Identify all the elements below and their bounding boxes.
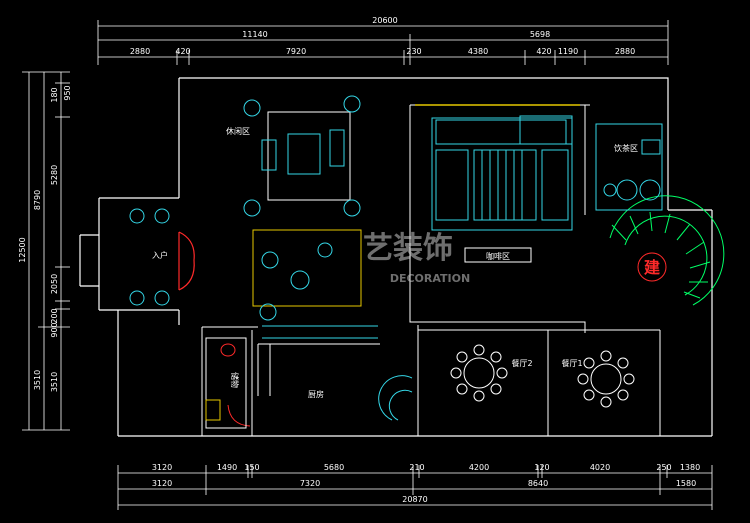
- left-row1-label: 8790: [33, 190, 42, 210]
- storage-door: [227, 404, 251, 427]
- watermark-main: 艺装饰: [363, 231, 453, 266]
- top-row2-label: 2880: [130, 47, 150, 56]
- top-overall-label: 20600: [372, 16, 397, 25]
- left-row2-label: 200: [50, 308, 59, 323]
- tea-area-furniture: [595, 123, 663, 211]
- bottom-overall-label: 20870: [402, 495, 427, 504]
- bottom-row1-label: 250: [656, 463, 671, 472]
- left-dim-labels: 12500 8790 3510 180 950 5280 2050 200 90…: [18, 85, 72, 392]
- watermark-sub: DECORATION: [390, 272, 470, 285]
- spiral-stair: [609, 195, 725, 306]
- left-row2-label: 5280: [50, 165, 59, 185]
- storage-room: [205, 337, 247, 429]
- bottom-row1-label: 210: [409, 463, 424, 472]
- stair-mark: 建: [644, 258, 660, 277]
- entry-label: 入户: [152, 250, 168, 260]
- top-dimensions: [97, 20, 669, 65]
- top-row2-label: 230: [406, 47, 421, 56]
- kitchen-counters: [257, 343, 413, 421]
- bottom-row1-label: 1490: [217, 463, 237, 472]
- bottom-row2-label: 7320: [300, 479, 320, 488]
- bottom-row1-label: 120: [534, 463, 549, 472]
- entry-door: [178, 231, 195, 291]
- top-row2-label: 1190: [558, 47, 578, 56]
- bottom-row1-label: 150: [244, 463, 259, 472]
- left-row2-label: 900: [50, 322, 59, 337]
- kitchen-label: 厨房: [308, 389, 324, 399]
- left-row2-label: 2050: [50, 274, 59, 294]
- left-row2-label: 950: [63, 85, 72, 100]
- leisure-area-furniture: [243, 95, 361, 217]
- bottom-row1-label: 3120: [152, 463, 172, 472]
- left-overall-label: 12500: [18, 237, 27, 262]
- storage-label: 储物: [230, 372, 240, 388]
- bottom-dim-labels: 3120 1490 150 5680 210 4200 120 4020 250…: [152, 463, 700, 504]
- stair-core-circle: [637, 252, 667, 282]
- top-row2-label: 4380: [468, 47, 488, 56]
- top-row1-label: 5698: [530, 30, 550, 39]
- dining1-table: [577, 350, 635, 408]
- bottom-row2-label: 1580: [676, 479, 696, 488]
- top-row2-label: 2880: [615, 47, 635, 56]
- dining1-label: 餐厅1: [561, 359, 582, 368]
- dining2-label: 餐厅2: [511, 359, 532, 368]
- top-dim-labels: 20600 11140 5698 2880 420 7920 230 4380 …: [130, 16, 635, 56]
- tea-area-label: 饮茶区: [614, 143, 638, 153]
- interior-walls: [201, 104, 661, 437]
- coffee-area-label: 咖啡区: [486, 251, 510, 261]
- top-row2-label: 420: [536, 47, 551, 56]
- bottom-row1-label: 1380: [680, 463, 700, 472]
- bottom-dimensions: [117, 465, 713, 510]
- coffee-bar: [415, 104, 580, 263]
- leisure-area-label: 休闲区: [226, 126, 250, 136]
- bottom-row2-label: 8640: [528, 479, 548, 488]
- dining2-table: [450, 344, 508, 402]
- bottom-row1-label: 4200: [469, 463, 489, 472]
- left-row2-label: 180: [50, 87, 59, 102]
- living-center-furniture: [252, 229, 378, 339]
- bottom-row1-label: 4020: [590, 463, 610, 472]
- left-dimensions: [22, 71, 70, 431]
- top-row2-label: 7920: [286, 47, 306, 56]
- bottom-row1-label: 5680: [324, 463, 344, 472]
- left-row1-label: 3510: [33, 370, 42, 390]
- top-row2-label: 420: [175, 47, 190, 56]
- top-row1-label: 11140: [242, 30, 267, 39]
- bottom-row2-label: 3120: [152, 479, 172, 488]
- coffee-area-furniture: [431, 115, 573, 231]
- left-row2-label: 3510: [50, 372, 59, 392]
- entry-plants: [129, 208, 170, 306]
